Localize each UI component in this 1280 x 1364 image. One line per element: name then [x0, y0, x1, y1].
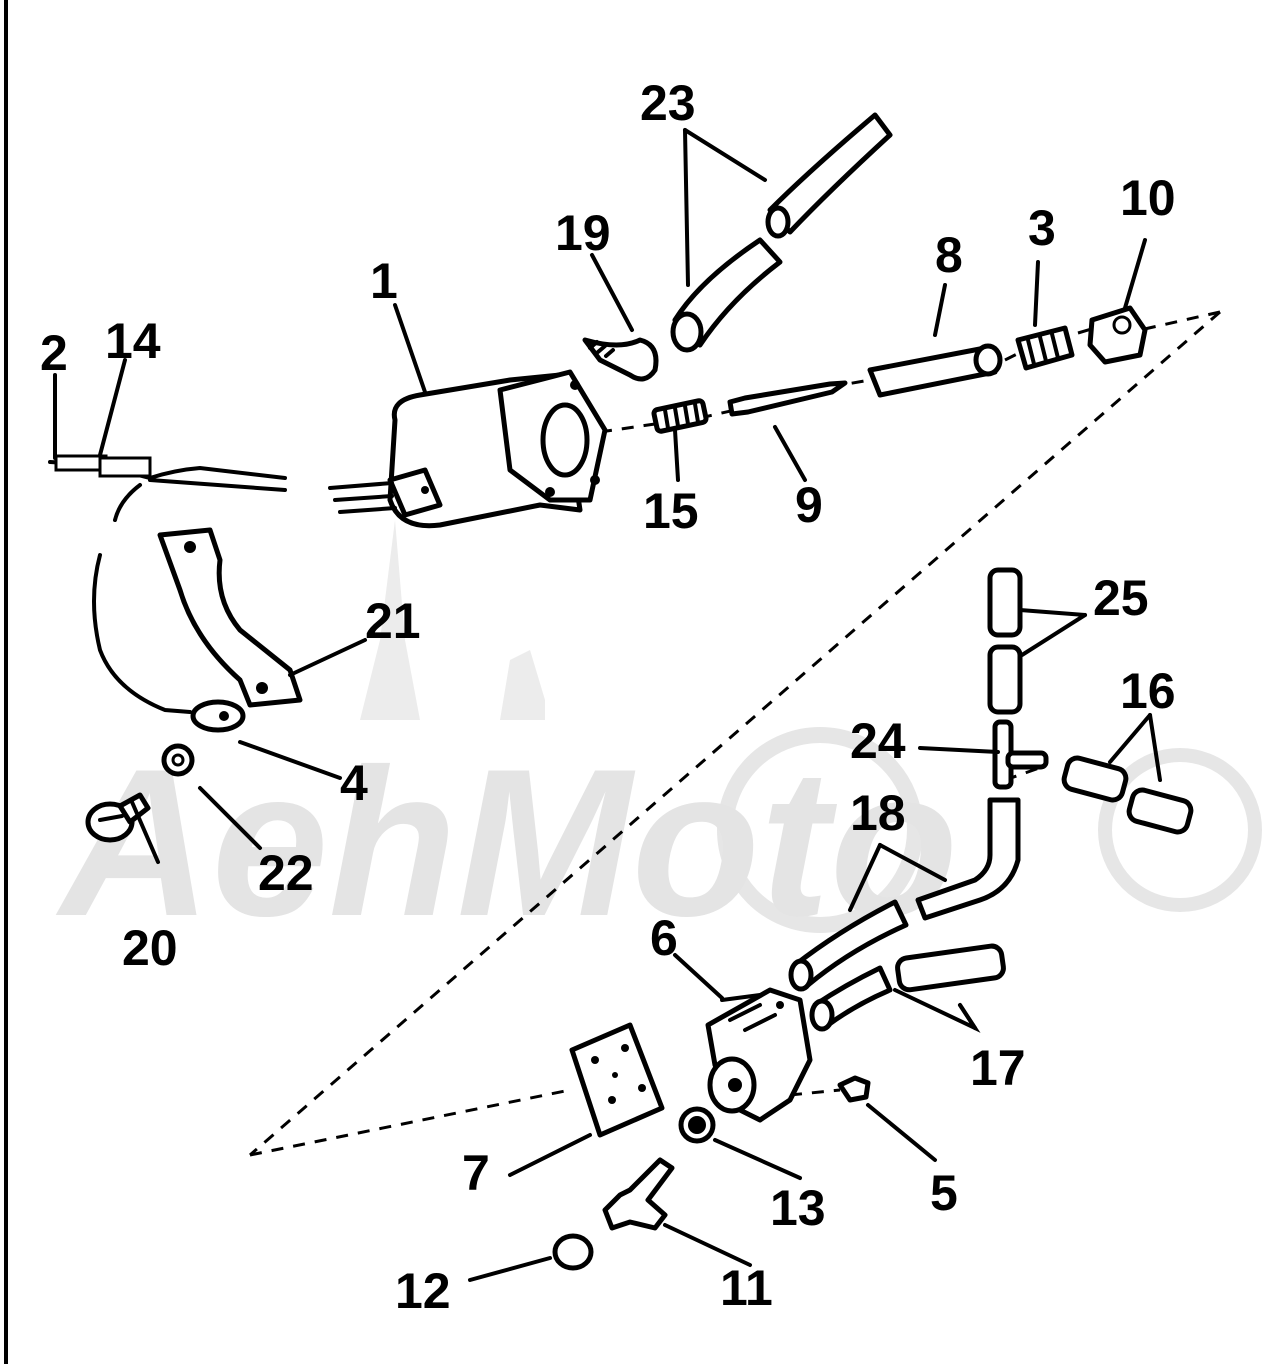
callout-4: 4	[340, 755, 368, 811]
watermark-text: AehMoto	[55, 725, 958, 960]
callout-5: 5	[930, 1165, 958, 1221]
part-16-short-hoses	[1061, 755, 1194, 835]
part-8-cylinder	[867, 343, 1003, 398]
part-1-motor-body	[328, 369, 608, 529]
part-22-star-washer	[161, 743, 195, 777]
part-9-pin	[727, 380, 848, 417]
callout-22: 22	[258, 845, 314, 901]
callout-3: 3	[1028, 200, 1056, 256]
callout-1: 1	[370, 253, 398, 309]
part-25-tubes	[987, 567, 1023, 715]
part-3-spring	[1015, 325, 1075, 371]
callout-labels: 1 2 3 4 5 6 7 8 9 10 11 12 13 14 15 16 1…	[40, 75, 1176, 1319]
callout-18: 18	[850, 785, 906, 841]
callout-14: 14	[105, 313, 161, 369]
callout-8: 8	[935, 227, 963, 283]
assembly-guide-line	[1004, 348, 1026, 362]
part-18-hoses	[788, 797, 1021, 992]
part-19-clip	[582, 337, 659, 382]
part-10-nut	[1087, 305, 1148, 365]
callout-16: 16	[1120, 663, 1176, 719]
callout-17: 17	[970, 1040, 1026, 1096]
part-2-14-wire-lead	[48, 454, 287, 522]
leader-lines	[53, 128, 1162, 1282]
part-17-hoses	[809, 943, 1006, 1032]
assembly-guide-line	[599, 422, 656, 434]
callout-11: 11	[720, 1260, 773, 1316]
callout-12: 12	[395, 1263, 451, 1319]
part-13-washer	[678, 1106, 716, 1144]
part-21-bracket-clamp	[157, 527, 303, 708]
assembly-guide-line	[789, 1088, 841, 1097]
callout-23: 23	[640, 75, 696, 131]
callout-10: 10	[1120, 170, 1176, 226]
assembly-guide-line	[1077, 326, 1096, 335]
watermark-logo: AehMoto	[55, 520, 1262, 960]
callout-21: 21	[365, 593, 421, 649]
part-15-spring	[651, 398, 709, 434]
part-6-pump-body	[705, 987, 813, 1123]
callout-2: 2	[40, 325, 68, 381]
part-5-screw	[837, 1075, 871, 1103]
part-24-tee-fitting	[992, 719, 1049, 790]
callout-13: 13	[770, 1180, 826, 1236]
callout-20: 20	[122, 920, 178, 976]
assembly-guide-line	[249, 1088, 571, 1157]
callout-6: 6	[650, 910, 678, 966]
assembly-guide-line	[249, 310, 1221, 1157]
part-12-plug	[552, 1233, 594, 1271]
callout-19: 19	[555, 205, 611, 261]
part-11-fitting	[602, 1157, 675, 1231]
part-23-hoses	[670, 112, 893, 353]
part-7-gasket-plate	[569, 1022, 665, 1138]
callout-15: 15	[643, 483, 699, 539]
callout-7: 7	[462, 1145, 490, 1201]
callout-25: 25	[1093, 570, 1149, 626]
assembly-guide-line	[1139, 310, 1221, 332]
callout-24: 24	[850, 713, 906, 769]
ground-wire	[92, 553, 246, 733]
callout-9: 9	[795, 477, 823, 533]
